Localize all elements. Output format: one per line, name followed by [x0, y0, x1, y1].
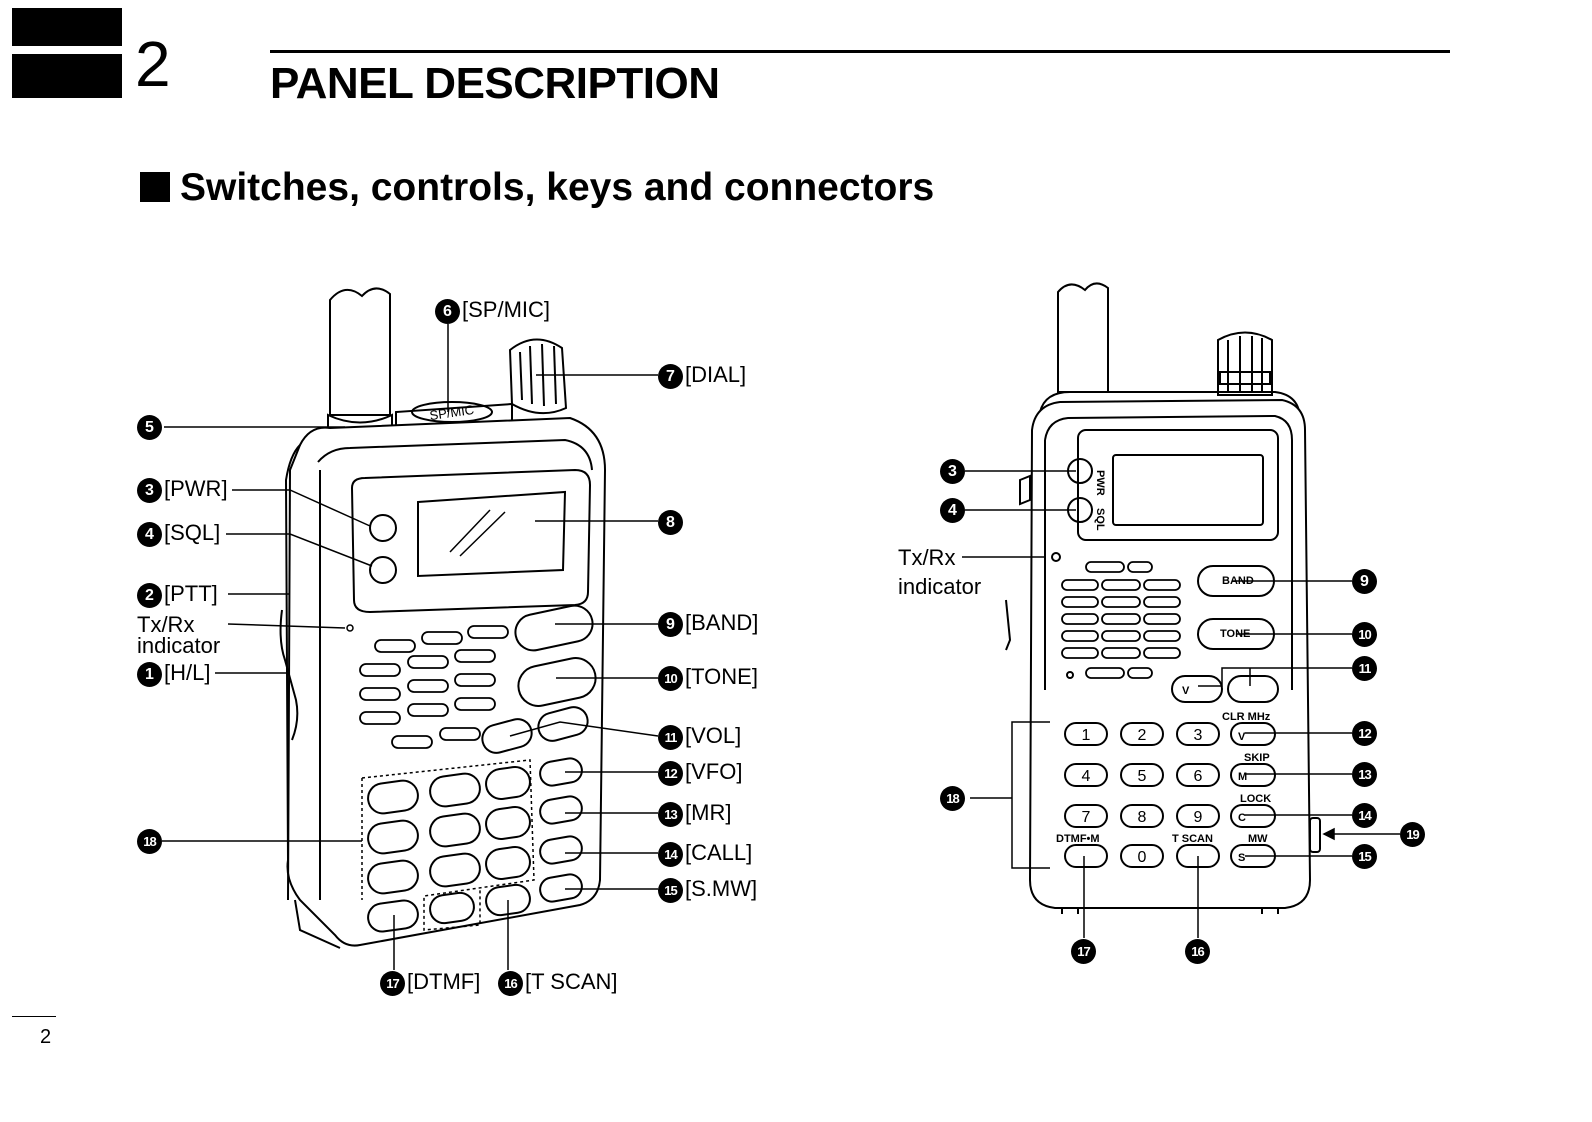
keypad-0: 0 [1138, 849, 1147, 866]
callout-txrx-line2: indicator [137, 633, 221, 658]
keypad-3: 3 [1194, 727, 1203, 744]
right-callout-11: 11 [1352, 655, 1379, 681]
right-txrx-line1: Tx/Rx [898, 545, 956, 570]
callout-sql: 4[SQL] [137, 521, 220, 547]
right-callout-12: 12 [1352, 720, 1379, 746]
keypad-5: 5 [1138, 768, 1147, 785]
callout-vfo: 12[VFO] [658, 760, 742, 786]
callout-txrx-line1: Tx/Rx [137, 612, 195, 637]
callout-pwr: 3[PWR] [137, 477, 228, 503]
callout-smw: 15[S.MW] [658, 877, 757, 903]
right-callout-3: 3 [940, 458, 967, 484]
keypad-4: 4 [1082, 768, 1091, 785]
clr-mhz-label: CLR MHz [1222, 711, 1271, 723]
keypad-7: 7 [1082, 809, 1091, 826]
tscan-label: T SCAN [1172, 833, 1213, 845]
callout-5: 5 [137, 414, 164, 440]
page-number: 2 [40, 1026, 52, 1048]
keypad-8: 8 [1138, 809, 1147, 826]
right-callout-10: 10 [1352, 621, 1379, 647]
right-txrx-line2: indicator [898, 574, 982, 599]
v2-key-text: V [1238, 731, 1246, 743]
callout-tone: 10[TONE] [658, 665, 758, 691]
keypad-1: 1 [1082, 727, 1091, 744]
keypad-9: 9 [1194, 809, 1203, 826]
chapter-title: PANEL DESCRIPTION [270, 59, 720, 108]
callout-hl: 1[H/L] [137, 661, 210, 687]
right-callout-15: 15 [1352, 843, 1379, 869]
keypad-2: 2 [1138, 727, 1147, 744]
callout-8: 8 [658, 509, 685, 535]
chapter-marker-bottom [12, 54, 122, 98]
callout-18-left: 18 [137, 828, 164, 854]
right-callout-16: 16 [1185, 938, 1212, 964]
c-key-text: C [1238, 812, 1246, 824]
sp-mic-jack-text: SP/MIC [429, 402, 475, 423]
chapter-marker-top [12, 8, 122, 46]
mw-label: MW [1248, 833, 1268, 845]
pwr-key-text: PWR [1094, 470, 1106, 496]
callout-vol: 11[VOL] [658, 724, 741, 750]
section-title: Switches, controls, keys and connectors [180, 166, 935, 209]
sql-key-text: SQL [1094, 508, 1106, 531]
right-callout-9: 9 [1352, 568, 1379, 594]
skip-label: SKIP [1244, 752, 1270, 764]
callout-tscan: 16[T SCAN] [498, 970, 618, 996]
v-key-text: V [1182, 685, 1190, 697]
lock-label: LOCK [1240, 793, 1271, 805]
s-key-text: S [1238, 852, 1245, 864]
callout-ptt: 2[PTT] [137, 582, 218, 608]
right-callout-19: 19 [1400, 821, 1427, 847]
right-callout-13: 13 [1352, 761, 1379, 787]
section-bullet [140, 172, 170, 202]
callout-call: 14[CALL] [658, 841, 752, 867]
chapter-number: 2 [135, 28, 171, 100]
chapter-rule [270, 50, 1450, 53]
footer-rule [12, 1016, 56, 1017]
right-callout-4: 4 [940, 497, 967, 523]
keypad-6: 6 [1194, 768, 1203, 785]
right-callout-14: 14 [1352, 802, 1379, 828]
right-callout-17: 17 [1071, 938, 1098, 964]
m-key-text: M [1238, 771, 1247, 783]
right-callout-18: 18 [940, 785, 967, 811]
callout-band: 9[BAND] [658, 611, 758, 637]
callout-sp-mic: 6[SP/MIC] [435, 298, 550, 324]
dtmf-m-label: DTMF•M [1056, 833, 1100, 845]
callout-mr: 13[MR] [658, 801, 731, 827]
callout-dial: 7[DIAL] [658, 363, 746, 389]
callout-dtmf: 17[DTMF] [380, 970, 480, 996]
tone-key-text: TONE [1220, 628, 1250, 640]
